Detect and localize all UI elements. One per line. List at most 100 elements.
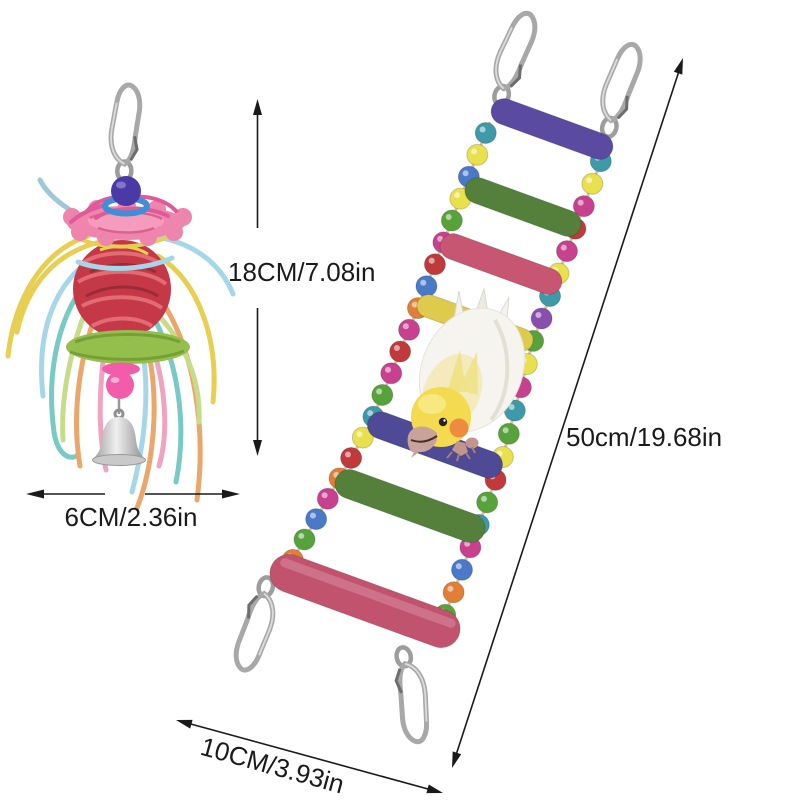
toy-height-label: 18CM/7.08in (228, 257, 375, 287)
ladder-rung (490, 98, 614, 160)
bead-highlight (376, 388, 383, 395)
bead-highlight (445, 214, 452, 221)
wooden-bead (442, 581, 465, 604)
bell-body (93, 417, 145, 459)
bead-highlight (411, 301, 418, 308)
streamer (150, 307, 202, 425)
wooden-bead (316, 487, 339, 510)
wooden-bead (415, 275, 438, 298)
metal-clip-icon (110, 84, 141, 181)
shredder-toy (5, 84, 236, 511)
bead-highlight (454, 192, 461, 199)
bead-highlight (110, 377, 120, 383)
pink-disc (102, 362, 140, 376)
bead-highlight (393, 345, 400, 352)
ladder-rung (334, 468, 486, 544)
ball-strand (91, 316, 154, 328)
bead-highlight (116, 181, 126, 189)
purple-bead (111, 176, 141, 206)
streamer (134, 339, 157, 511)
arrow-up-icon (673, 58, 683, 75)
wooden-bead (581, 172, 604, 195)
rung-highlight (280, 558, 456, 628)
dimension-ladder-width: 10CM/3.93in (176, 719, 443, 799)
wooden-bead (293, 528, 316, 551)
eye-glint (443, 419, 446, 422)
wooden-bead (497, 422, 520, 445)
pink-bead (106, 371, 134, 399)
bead-highlight (560, 244, 567, 251)
bead-highlight (321, 492, 328, 499)
bead-highlight (577, 199, 584, 206)
dim-line (455, 72, 680, 754)
ladder-rung-bottom (269, 553, 461, 649)
arrow-left-icon (26, 489, 44, 499)
bead-highlight (502, 427, 509, 434)
crest-feather (447, 350, 466, 392)
disc-texture (69, 333, 185, 361)
wooden-bead (305, 508, 328, 531)
ball-strand (81, 295, 164, 310)
wooden-bead (423, 253, 446, 276)
wooden-bead (371, 383, 394, 406)
bead-highlight (455, 563, 462, 570)
bell-rim (92, 454, 146, 466)
toy-width-label: 6CM/2.36in (65, 502, 198, 532)
wooden-bead (474, 121, 497, 144)
streamer (49, 273, 95, 460)
bead-highlight (298, 532, 305, 539)
bird-foot (465, 437, 479, 449)
bead-highlight (535, 311, 542, 318)
bird-foot (452, 441, 468, 456)
bead-highlight (402, 323, 409, 330)
woven-disc (66, 330, 190, 364)
bead-highlight (479, 126, 486, 133)
ladder-rungs (269, 98, 614, 649)
bird-toes (446, 446, 476, 462)
bead-highlight (367, 410, 374, 417)
arrow-down-icon (253, 440, 262, 456)
ball-strand (76, 269, 168, 286)
bead-highlight (480, 495, 487, 502)
ladder-length-label: 50cm/19.68in (566, 422, 722, 452)
wooden-bead (555, 240, 578, 263)
disc-line (74, 333, 181, 344)
arrow-right-icon (222, 489, 240, 499)
bead-highlight (462, 170, 469, 177)
wooden-bead (398, 318, 421, 341)
arrow-up-icon (253, 99, 262, 115)
dim-line (190, 723, 429, 790)
ball-strand (82, 251, 162, 266)
dimension-toy-height: 18CM/7.08in (228, 99, 375, 456)
bead-highlight (344, 451, 351, 458)
flower-swirl (97, 226, 155, 234)
metal-clip-icon (389, 645, 434, 744)
wooden-bead (530, 307, 553, 330)
cheek-patch (449, 418, 469, 438)
bead-highlight (471, 148, 478, 155)
flower-top (63, 197, 192, 246)
head-highlight (418, 394, 446, 414)
cockatiel-bird (407, 287, 526, 462)
wooden-bead (476, 491, 499, 514)
ball-strand-dark (89, 263, 157, 274)
front-ribbon (75, 255, 175, 271)
crest-feather (458, 352, 478, 395)
bell (92, 417, 146, 466)
wooden-bead (466, 143, 489, 166)
bird-eye (438, 417, 448, 427)
streamer (14, 239, 103, 335)
wooden-bead (440, 209, 463, 232)
wooden-bead (340, 446, 363, 469)
dimension-ladder-length: 50cm/19.68in (452, 58, 722, 768)
bead-highlight (385, 366, 392, 373)
ball-strand-dark (85, 285, 159, 298)
wooden-bead (380, 362, 403, 385)
streamer (5, 233, 91, 359)
streamer (155, 253, 217, 405)
arrow-left-icon (176, 719, 193, 729)
arrow-right-icon (426, 784, 443, 794)
ladder-rung (464, 177, 582, 237)
